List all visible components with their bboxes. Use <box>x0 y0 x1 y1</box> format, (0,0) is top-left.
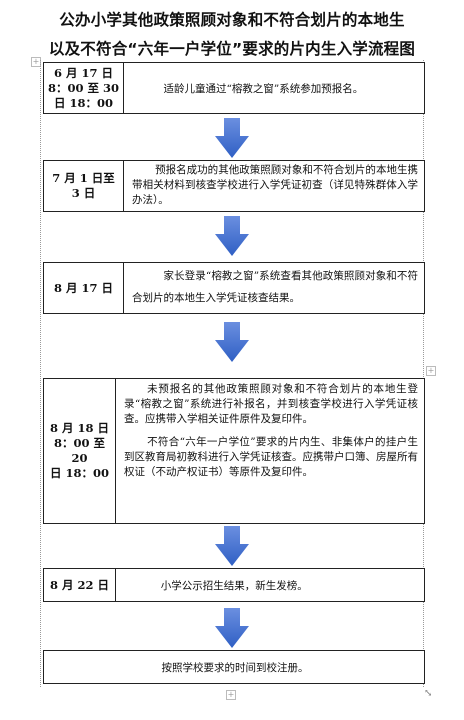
add-row-icon[interactable]: + <box>226 690 236 700</box>
resize-handle-icon[interactable]: ⤡ <box>424 688 433 699</box>
table-frame <box>40 60 424 687</box>
step-1-date: 6 月 17 日 8：00 至 30 日 18：00 <box>44 63 124 113</box>
date-line: 8：00 至 20 <box>53 436 105 465</box>
step-5-box: 8 月 22 日 小学公示招生结果，新生发榜。 <box>43 568 425 602</box>
step-2-box: 7 月 1 日至 3 日 预报名成功的其他政策照顾对象和不符合划片的本地生携带相… <box>43 160 425 212</box>
step-5-content: 小学公示招生结果，新生发榜。 <box>116 569 424 601</box>
step-4-date: 8 月 18 日 8：00 至 20 日 18：00 <box>44 379 116 523</box>
step-3-content: 家长登录“榕教之窗”系统查看其他政策照顾对象和不符合划片的本地生入学凭证核查结果… <box>124 263 424 313</box>
step-text: 预报名成功的其他政策照顾对象和不符合划片的本地生携带相关材料到核查学校进行入学凭… <box>132 164 418 206</box>
step-6-content: 按照学校要求的时间到校注册。 <box>44 651 424 683</box>
step-text: 未预报名的其他政策照顾对象和不符合划片的本地生登录“榕教之窗”系统进行补报名，并… <box>124 383 418 425</box>
step-1-box: 6 月 17 日 8：00 至 30 日 18：00 适龄儿童通过“榕教之窗”系… <box>43 62 425 114</box>
down-arrow-icon <box>215 526 249 566</box>
step-text: 不符合“六年一户学位”要求的片内生、非集体户的挂户生到区教育局初教科进行入学凭证… <box>124 436 418 478</box>
step-1-content: 适龄儿童通过“榕教之窗”系统参加预报名。 <box>124 63 424 113</box>
step-3-box: 8 月 17 日 家长登录“榕教之窗”系统查看其他政策照顾对象和不符合划片的本地… <box>43 262 425 314</box>
date-line: 日 18：00 <box>49 466 109 480</box>
down-arrow-icon <box>215 322 249 362</box>
date-line: 6 月 17 日 <box>53 65 113 80</box>
date-line: 7 月 1 日至 <box>52 171 115 185</box>
date-line: 8 月 22 日 <box>49 577 110 592</box>
date-line: 8 月 17 日 <box>53 280 114 295</box>
down-arrow-icon <box>215 608 249 648</box>
step-4-content: 未预报名的其他政策照顾对象和不符合划片的本地生登录“榕教之窗”系统进行补报名，并… <box>116 379 424 523</box>
step-2-date: 7 月 1 日至 3 日 <box>44 161 124 211</box>
title-line-1: 公办小学其他政策照顾对象和不符合划片的本地生 <box>59 11 405 29</box>
step-6-box: 按照学校要求的时间到校注册。 <box>43 650 425 684</box>
step-2-content: 预报名成功的其他政策照顾对象和不符合划片的本地生携带相关材料到核查学校进行入学凭… <box>124 161 424 211</box>
title-line-2: 以及不符合“六年一户学位”要求的片内生入学流程图 <box>48 40 416 58</box>
step-3-date: 8 月 17 日 <box>44 263 124 313</box>
step-text: 按照学校要求的时间到校注册。 <box>161 662 309 674</box>
step-5-date: 8 月 22 日 <box>44 569 116 601</box>
step-text: 小学公示招生结果，新生发榜。 <box>160 580 308 592</box>
date-line: 日 18：00 <box>53 95 113 110</box>
date-line: 8：00 至 30 <box>47 80 119 95</box>
date-line: 8 月 18 日 <box>49 421 110 435</box>
date-line: 3 日 <box>71 186 96 200</box>
step-text: 家长登录“榕教之窗”系统查看其他政策照顾对象和不符合划片的本地生入学凭证核查结果… <box>132 270 418 304</box>
step-4-box: 8 月 18 日 8：00 至 20 日 18：00 未预报名的其他政策照顾对象… <box>43 378 425 524</box>
step-text: 适龄儿童通过“榕教之窗”系统参加预报名。 <box>163 83 364 95</box>
down-arrow-icon <box>215 216 249 256</box>
add-row-icon[interactable]: + <box>426 366 436 376</box>
down-arrow-icon <box>215 118 249 158</box>
